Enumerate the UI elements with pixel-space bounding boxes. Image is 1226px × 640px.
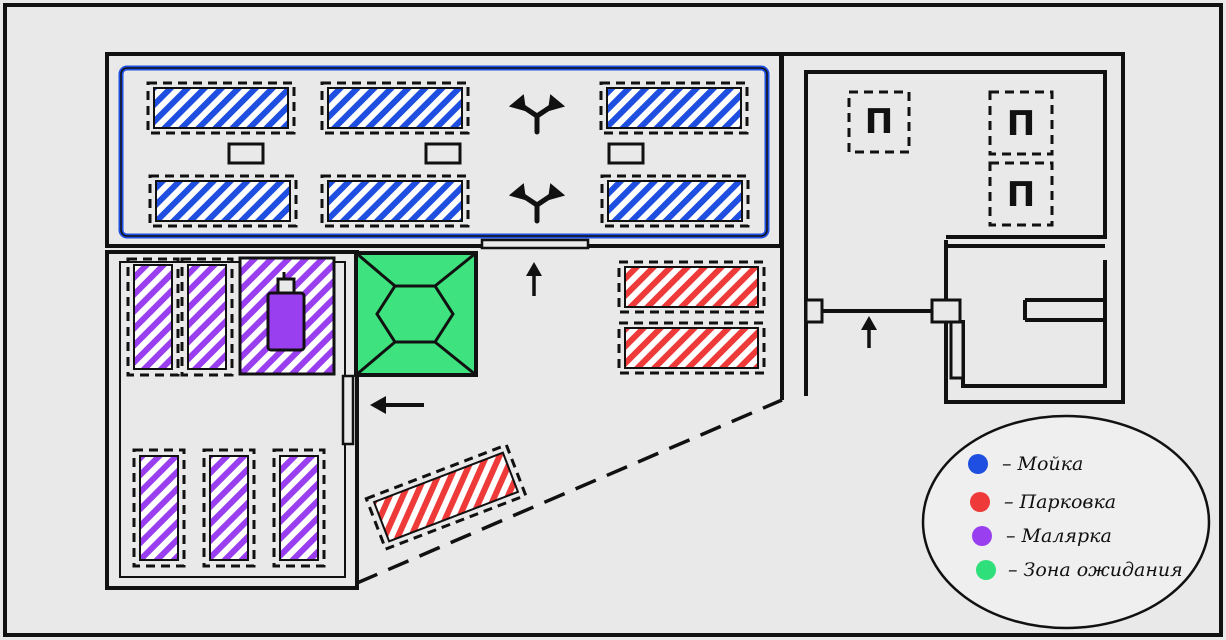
waiting-zone[interactable]	[354, 251, 478, 377]
paint-bay[interactable]	[272, 448, 326, 568]
legend-label-wash: – Мойка	[1002, 453, 1083, 475]
legend-label-waiting: – Зона ожидания	[1008, 559, 1183, 581]
wash-color-swatch	[968, 454, 988, 474]
toilet-icon: П	[988, 90, 1054, 156]
paint-zone-wall	[105, 250, 359, 590]
paint-zone-door	[341, 374, 355, 446]
legend-label-parking: – Парковка	[1004, 491, 1116, 513]
split-direction-arrow-icon	[508, 183, 566, 224]
paint-bay[interactable]	[126, 257, 180, 377]
legend-label-paint: – Малярка	[1006, 525, 1112, 547]
paint-booth[interactable]	[238, 256, 336, 376]
legend-item-parking: – Парковка	[970, 491, 1116, 513]
wash-equipment-box	[227, 142, 265, 165]
svg-text:П: П	[1007, 175, 1035, 215]
wash-zone	[105, 52, 783, 248]
legend-item-wash: – Мойка	[968, 453, 1083, 475]
legend-item-waiting: – Зона ожидания	[976, 559, 1183, 581]
parking-spot-angled[interactable]	[364, 442, 528, 552]
arrow-left-icon	[370, 396, 424, 414]
parking-spot[interactable]	[617, 321, 766, 375]
wash-bay[interactable]	[320, 174, 470, 228]
wash-bay[interactable]	[599, 81, 749, 135]
wash-entrance-door	[480, 238, 590, 250]
image-frame	[3, 3, 1223, 637]
svg-text:П: П	[1007, 104, 1035, 144]
paint-zone	[105, 250, 359, 590]
wash-bay[interactable]	[320, 81, 470, 135]
wash-equipment-box	[607, 142, 645, 165]
legend-item-paint: – Малярка	[972, 525, 1112, 547]
wash-bay[interactable]	[600, 174, 750, 228]
wash-bay[interactable]	[146, 81, 296, 135]
arrow-up-icon	[526, 262, 542, 296]
paint-color-swatch	[972, 526, 992, 546]
parking-color-swatch	[970, 492, 990, 512]
wash-bay[interactable]	[148, 174, 298, 228]
toilet-icon: П	[847, 90, 911, 154]
service-building: П П П	[780, 52, 1125, 404]
wash-equipment-box	[424, 142, 462, 165]
toilet-icon: П	[988, 161, 1054, 227]
spray-can-icon	[266, 272, 306, 352]
split-direction-arrow-icon	[508, 94, 566, 135]
legend: – Мойка – Парковка – Малярка – Зона ожид…	[921, 414, 1211, 630]
driveway-boundary	[356, 398, 783, 585]
parking-spot[interactable]	[617, 260, 766, 314]
legend-ellipse	[921, 414, 1211, 630]
arrow-up-icon	[861, 316, 877, 348]
paint-bay[interactable]	[132, 448, 186, 568]
waiting-color-swatch	[976, 560, 996, 580]
svg-text:П: П	[865, 102, 893, 142]
paint-bay[interactable]	[180, 257, 234, 377]
paint-bay[interactable]	[202, 448, 256, 568]
